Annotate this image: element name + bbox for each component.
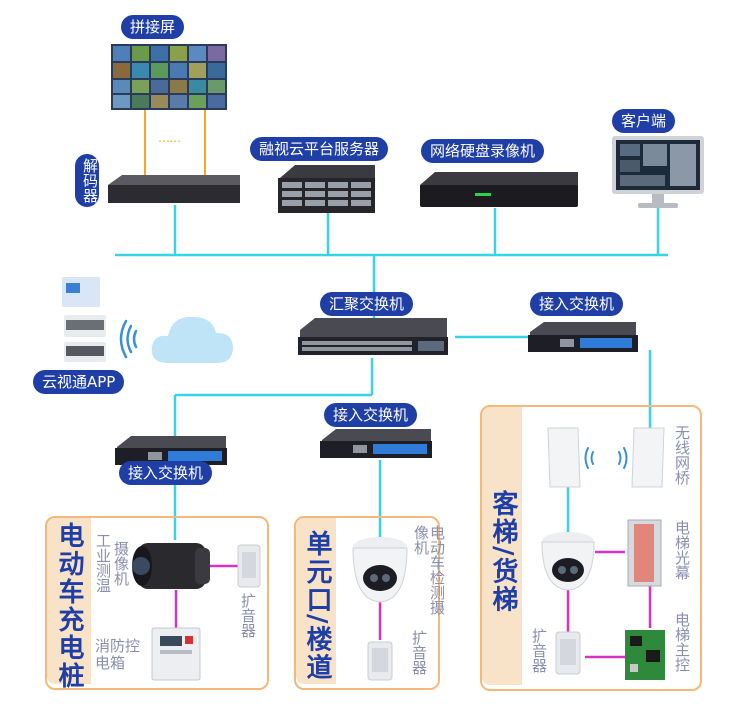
bridge-text: 无线网桥: [673, 425, 691, 485]
light-curtain: [627, 519, 662, 587]
ev-zone-tab: [47, 518, 91, 684]
video-wall-lines: [144, 110, 206, 175]
decoder-label: 解码器: [75, 154, 99, 207]
network-lines: [115, 205, 668, 540]
ev-charging-zone: [45, 516, 269, 690]
wifi-icon: [119, 319, 138, 359]
thermal-camera: [132, 543, 210, 589]
wireless-bridge-left: [547, 427, 581, 488]
video-wall-dots: ……: [158, 131, 181, 145]
bridge-wifi-icon: [584, 447, 628, 469]
app-label: 云视通APP: [33, 370, 125, 394]
access-switch-top-label: 接入交换机: [530, 292, 624, 316]
unit-corridor-zone: [294, 516, 440, 690]
controller-text: 电梯主控: [673, 612, 691, 672]
dome-camera-elevator: [541, 532, 595, 591]
video-wall: [111, 44, 227, 110]
app-screens: [62, 277, 106, 362]
ev-speaker: [237, 544, 261, 588]
unit-zone-title: 单元口/楼道: [302, 530, 332, 682]
core-switch-label: 汇聚交换机: [320, 292, 414, 316]
elevator-speaker: [555, 631, 581, 675]
ev-zone-title: 电动车充电桩: [54, 522, 84, 690]
access-switch-mid: [320, 429, 432, 458]
elevator-zone-title: 客梯/货梯: [488, 490, 518, 614]
ev-speaker-text: 扩音器: [239, 593, 257, 638]
unit-zone-tab: [296, 518, 336, 684]
cloud-server-label: 融视云平台服务器: [250, 137, 389, 161]
core-switch: [298, 318, 448, 355]
light-curtain-text: 电梯光幕: [673, 520, 691, 580]
video-wall-label: 拼接屏: [121, 15, 185, 39]
access-switch-mid-label: 接入交换机: [324, 403, 418, 427]
cloud-icon: [151, 316, 233, 363]
ev-fire-box-text: 消防控电箱: [95, 637, 141, 672]
decoder-device: [108, 175, 240, 203]
ev-camera-text: 摄像机: [112, 541, 130, 586]
access-switch-left: [115, 436, 227, 465]
unit-speaker-text: 扩音器: [410, 630, 428, 675]
wireless-bridge-right: [631, 427, 665, 488]
access-switch-left-label: 接入交换机: [119, 461, 213, 485]
unit-camera-text: 电动车检测摄像机: [412, 525, 446, 615]
nvr-label: 网络硬盘录像机: [421, 139, 545, 163]
elevator-speaker-text: 扩音器: [530, 628, 548, 673]
ev-thermal-text: 工业测温: [94, 533, 112, 593]
client-monitor: [612, 136, 704, 208]
elevator-controller-board: [625, 630, 665, 680]
client-label: 客户端: [612, 109, 676, 133]
control-lines: [174, 550, 652, 659]
nvr-device: [420, 172, 578, 207]
elevator-zone: [480, 405, 702, 691]
access-switch-top: [528, 322, 638, 352]
fire-control-box: [151, 627, 201, 681]
dome-camera-unit: [352, 537, 408, 603]
elevator-zone-tab: [482, 407, 522, 685]
cloud-server: [278, 165, 375, 213]
unit-speaker: [367, 641, 393, 681]
